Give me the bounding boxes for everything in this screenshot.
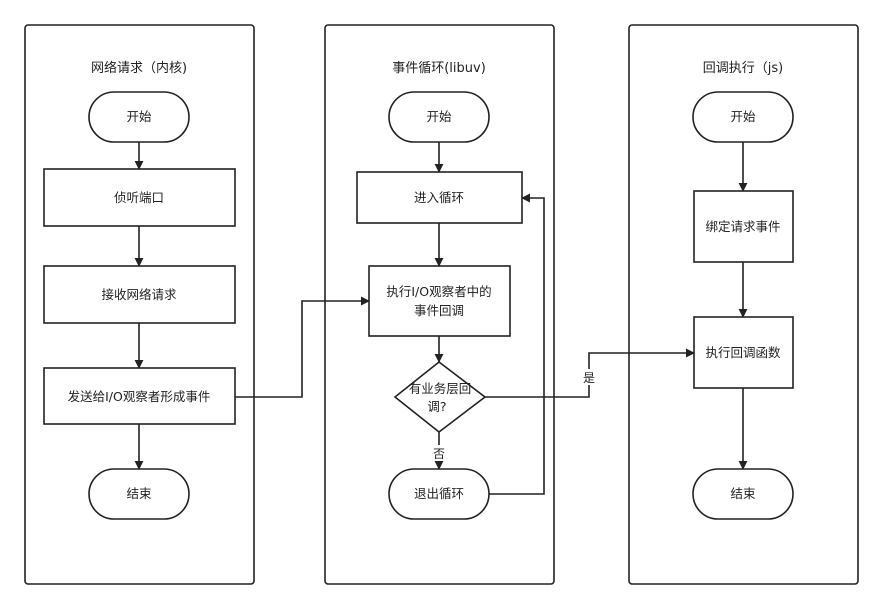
node-j-end: 结束: [692, 468, 794, 520]
node-k-send-label: 发送给I/O观察者形成事件: [68, 389, 211, 404]
node-k-end-label: 结束: [126, 486, 152, 501]
node-k-start-label: 开始: [126, 109, 152, 124]
node-l-start-label: 开始: [426, 109, 452, 124]
edge-label-no: 否: [433, 447, 445, 461]
node-l-decide: 有业务层回 调?: [393, 360, 487, 434]
edge-l-exit-to-enter: [489, 193, 545, 495]
node-l-exec: 执行I/O观察者中的 事件回调: [368, 265, 511, 337]
node-l-exit: 退出循环: [388, 468, 490, 520]
node-l-decide-label-line1: 有业务层回: [409, 381, 472, 396]
node-l-enter: 进入循环: [356, 171, 523, 224]
node-k-end: 结束: [88, 468, 190, 520]
node-j-end-label: 结束: [730, 486, 756, 501]
node-j-bind-label: 绑定请求事件: [705, 219, 780, 234]
node-l-decide-label-line2: 调?: [427, 399, 446, 414]
node-l-exec-label-line2: 事件回调: [414, 303, 464, 318]
node-j-start: 开始: [692, 91, 794, 143]
node-k-listen: 侦听端口: [43, 168, 236, 227]
node-j-start-label: 开始: [730, 109, 756, 124]
lane-title-js: 回调执行（js): [703, 61, 783, 76]
node-k-send: 发送给I/O观察者形成事件: [43, 367, 236, 425]
node-k-listen-label: 侦听端口: [114, 190, 164, 205]
node-l-exit-label: 退出循环: [414, 486, 464, 501]
node-k-recv: 接收网络请求: [43, 265, 236, 324]
node-j-exec-label: 执行回调函数: [705, 345, 781, 360]
lane-title-libuv: 事件循环(libuv): [392, 61, 486, 76]
edge-label-yes: 是: [583, 371, 595, 385]
lane-title-kernel: 网络请求（内核): [91, 60, 187, 76]
node-k-recv-label: 接收网络请求: [101, 287, 177, 302]
node-k-start: 开始: [88, 91, 190, 143]
node-j-exec: 执行回调函数: [693, 316, 794, 389]
edges: [134, 142, 748, 495]
node-j-bind: 绑定请求事件: [693, 190, 794, 263]
node-l-start: 开始: [388, 91, 490, 143]
node-l-enter-label: 进入循环: [414, 190, 464, 205]
edge-k-send-to-l-exec: [235, 296, 370, 398]
node-l-exec-label-line1: 执行I/O观察者中的: [386, 284, 491, 299]
